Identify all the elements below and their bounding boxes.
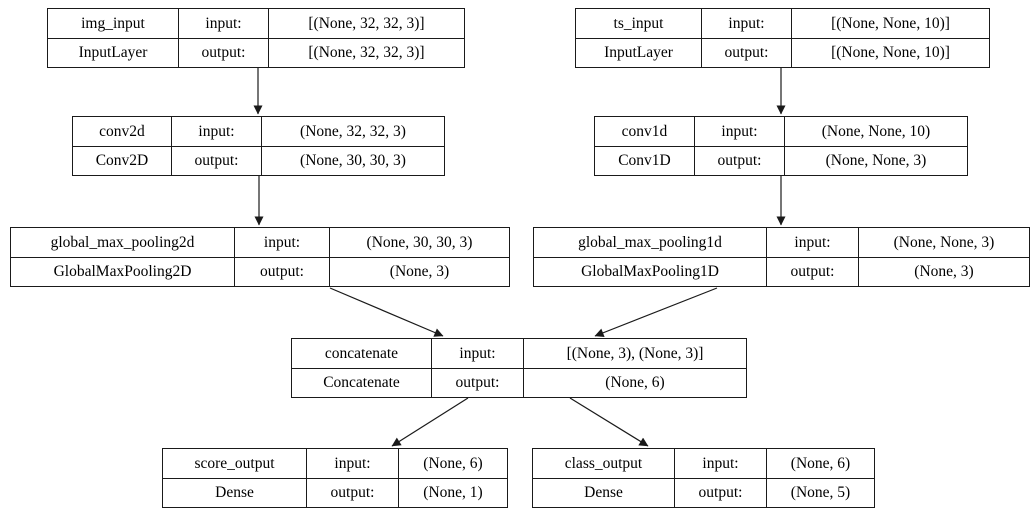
layer-name: img_input [81,14,145,32]
output-shape: (None, None, 3) [784,146,967,175]
layer-name: global_max_pooling2d [50,233,195,251]
edge-gmp2d-concatenate [329,287,444,337]
layer-type: GlobalMaxPooling2D [11,257,234,286]
layer-name: concatenate [324,344,399,362]
layer-name: conv2d [99,122,145,140]
node-global_max_pooling2d: global_max_pooling2d input: (None, 30, 3… [10,227,510,287]
input-shape: [(None, 32, 32, 3)] [268,9,464,38]
output-label: output: [694,146,784,175]
output-shape: (None, 30, 30, 3) [261,146,444,175]
input-label: input: [178,9,268,38]
input-label: input: [694,117,784,146]
edge-concatenate-score_output [391,397,469,447]
input-label: input: [171,117,261,146]
output-label: output: [234,257,329,286]
output-shape: [(None, 32, 32, 3)] [268,38,464,67]
output-shape: (None, 1) [398,478,507,507]
layer-type: Concatenate [292,368,431,397]
node-score_output: score_output input: (None, 6) Dense outp… [162,448,508,508]
input-shape: [(None, None, 10)] [791,9,989,38]
layer-name: class_output [564,454,643,472]
layer-type: Dense [163,478,306,507]
layer-type: InputLayer [48,38,178,67]
output-label: output: [178,38,268,67]
layer-name: global_max_pooling1d [578,233,722,251]
output-shape: (None, 3) [858,257,1029,286]
output-label: output: [431,368,523,397]
output-label: output: [766,257,858,286]
layer-name: conv1d [621,122,668,140]
input-label: input: [234,228,329,257]
node-ts_input: ts_input input: [(None, None, 10)] Input… [575,8,990,68]
input-shape: (None, None, 10) [784,117,967,146]
output-shape: (None, 6) [523,368,746,397]
node-global_max_pooling1d: global_max_pooling1d input: (None, None,… [533,227,1030,287]
node-img_input: img_input input: [(None, 32, 32, 3)] Inp… [47,8,465,68]
input-shape: (None, None, 3) [858,228,1029,257]
output-shape: [(None, None, 10)] [791,38,989,67]
output-label: output: [306,478,398,507]
layer-name: ts_input [613,14,664,32]
output-label: output: [171,146,261,175]
input-label: input: [431,339,523,368]
input-label: input: [306,449,398,478]
output-label: output: [701,38,791,67]
edge-concatenate-class_output [569,397,649,447]
layer-type: Conv2D [73,146,171,175]
node-class_output: class_output input: (None, 6) Dense outp… [532,448,875,508]
input-shape: (None, 30, 30, 3) [329,228,509,257]
output-shape: (None, 5) [766,478,874,507]
layer-type: GlobalMaxPooling1D [534,257,766,286]
node-concatenate: concatenate input: [(None, 3), (None, 3)… [291,338,747,398]
output-label: output: [674,478,766,507]
input-shape: (None, 6) [398,449,507,478]
layer-type: Conv1D [595,146,694,175]
layer-name: score_output [194,454,275,472]
input-shape: [(None, 3), (None, 3)] [523,339,746,368]
edge-gmp1d-concatenate [594,287,718,338]
input-shape: (None, 6) [766,449,874,478]
layer-type: Dense [533,478,674,507]
input-label: input: [674,449,766,478]
output-shape: (None, 3) [329,257,509,286]
input-label: input: [701,9,791,38]
input-label: input: [766,228,858,257]
layer-type: InputLayer [576,38,701,67]
input-shape: (None, 32, 32, 3) [261,117,444,146]
node-conv1d: conv1d input: (None, None, 10) Conv1D ou… [594,116,968,176]
node-conv2d: conv2d input: (None, 32, 32, 3) Conv2D o… [72,116,445,176]
